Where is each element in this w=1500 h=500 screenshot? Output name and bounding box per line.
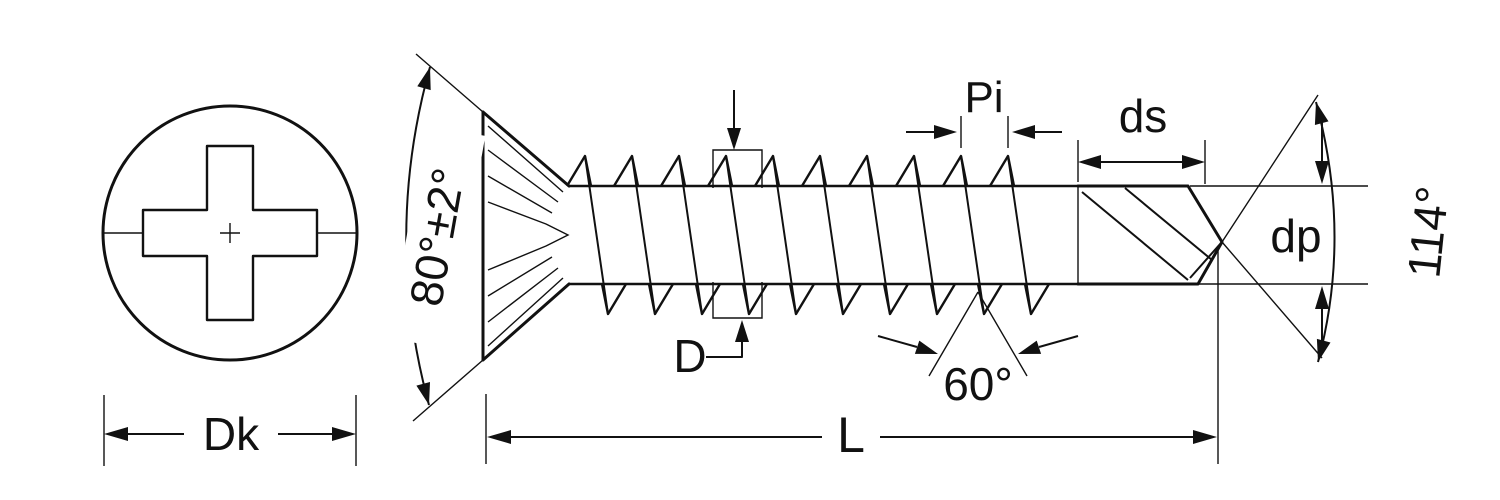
d-label: D [673, 330, 706, 382]
pi-arrowheads [934, 125, 1035, 139]
d-top-arrowhead [727, 128, 741, 150]
dk-label: Dk [203, 408, 260, 460]
dp-extension-lines [1190, 185, 1368, 285]
thread-core-lines [569, 184, 1078, 286]
thread-angle-dimension: 60° [877, 291, 1079, 410]
l-extension-lines [485, 250, 1219, 464]
l-label: L [837, 407, 865, 463]
drill-flute-lines [1081, 187, 1222, 281]
point-angle-dimension: 114° [1221, 94, 1459, 363]
d-leader-line [706, 341, 743, 358]
countersunk-head [481, 110, 571, 362]
head-facet-lines [487, 125, 570, 347]
head-angle-arc [405, 66, 431, 406]
ds-dimension: ds [1077, 90, 1206, 184]
dk-extension-lines [103, 395, 357, 466]
head-top-view [101, 104, 359, 362]
length-dimension: L [485, 250, 1219, 464]
thread-flank-lines [584, 155, 1032, 315]
point-angle-arc [1315, 101, 1336, 363]
head-angle-label: 80°±2° [399, 164, 474, 310]
pi-extension-lines [960, 116, 1009, 148]
thread-angle-label: 60° [943, 358, 1013, 410]
ds-label: ds [1119, 90, 1168, 142]
d-bottom-arrowhead [735, 320, 749, 342]
drill-point [1076, 184, 1224, 286]
thread-angle-v-lines [928, 291, 1028, 377]
head-angle-dimension: 80°±2° [388, 53, 486, 422]
d-crest-brackets [712, 149, 763, 319]
point-angle-label: 114° [1397, 184, 1458, 281]
recess-center-cross-icon [220, 223, 240, 243]
head-circle [101, 104, 359, 362]
head-angle-label-backing [388, 125, 486, 349]
dp-label: dp [1270, 210, 1321, 262]
pitch-dimension: Pi [906, 73, 1062, 148]
point-angle-extension-lines [1221, 94, 1323, 359]
phillips-recess [141, 144, 319, 322]
thread-angle-arrowheads [914, 340, 1042, 354]
pi-label: Pi [964, 73, 1003, 122]
screw-side-view [481, 110, 1224, 362]
thread-angle-arrow-lines [877, 335, 1079, 348]
dk-dimension: Dk [103, 395, 357, 466]
thread-diameter-dimension: D [673, 90, 763, 382]
head-angle-extension-lines [412, 53, 484, 422]
